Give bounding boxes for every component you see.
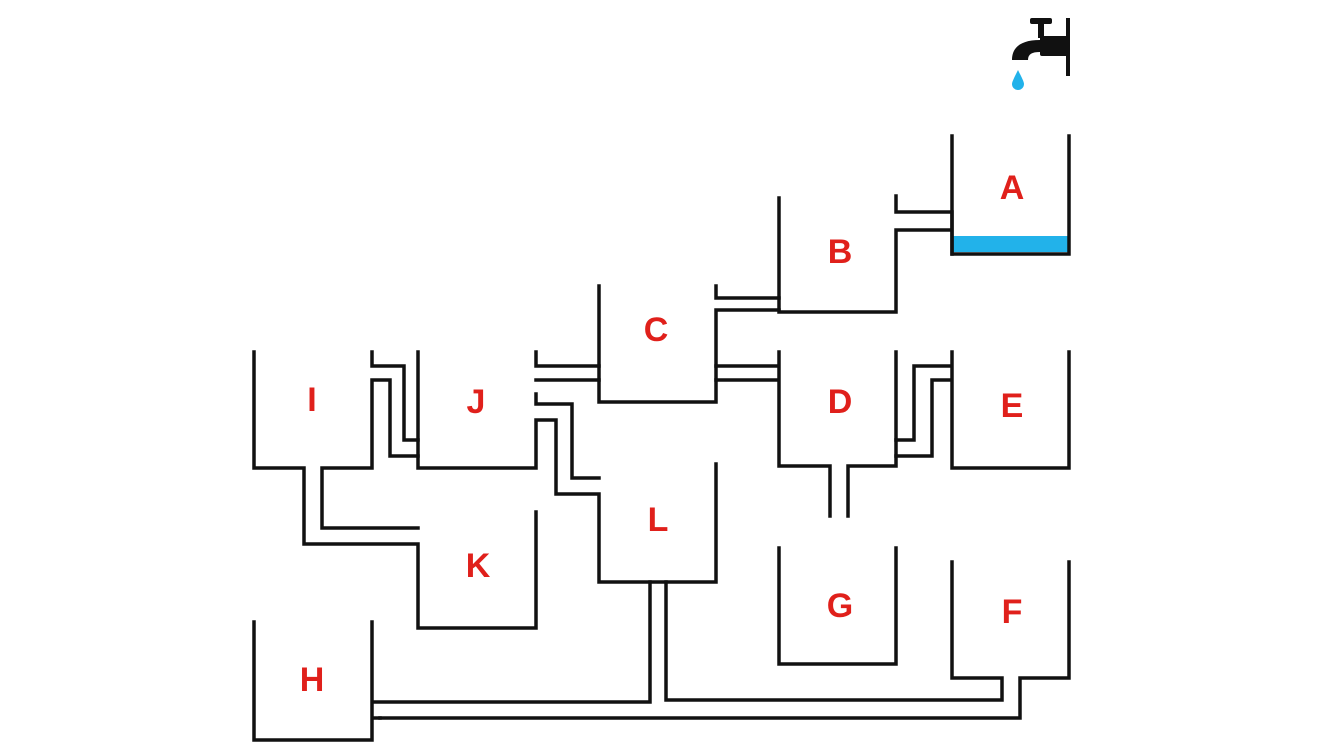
container-d xyxy=(714,350,898,518)
container-c xyxy=(597,284,781,404)
water-fill xyxy=(953,236,1069,252)
label-f: F xyxy=(1002,593,1023,631)
faucet-icon xyxy=(1012,18,1070,76)
label-a: A xyxy=(1000,169,1025,207)
label-h: H xyxy=(300,661,325,699)
container-b xyxy=(777,194,954,314)
label-e: E xyxy=(1001,387,1024,425)
label-g: G xyxy=(827,587,853,625)
container-g xyxy=(777,546,898,666)
label-c: C xyxy=(644,311,669,349)
container-h xyxy=(252,580,652,742)
water-drop-icon xyxy=(1012,70,1024,90)
container-f xyxy=(378,560,1071,720)
label-i: I xyxy=(307,381,316,419)
container-j xyxy=(416,350,718,584)
container-i xyxy=(252,350,538,630)
label-j: J xyxy=(467,383,486,421)
container-a xyxy=(950,134,1071,256)
container-e xyxy=(894,350,1071,470)
label-b: B xyxy=(828,233,853,271)
label-k: K xyxy=(466,547,491,585)
label-d: D xyxy=(828,383,853,421)
label-l: L xyxy=(648,501,669,539)
